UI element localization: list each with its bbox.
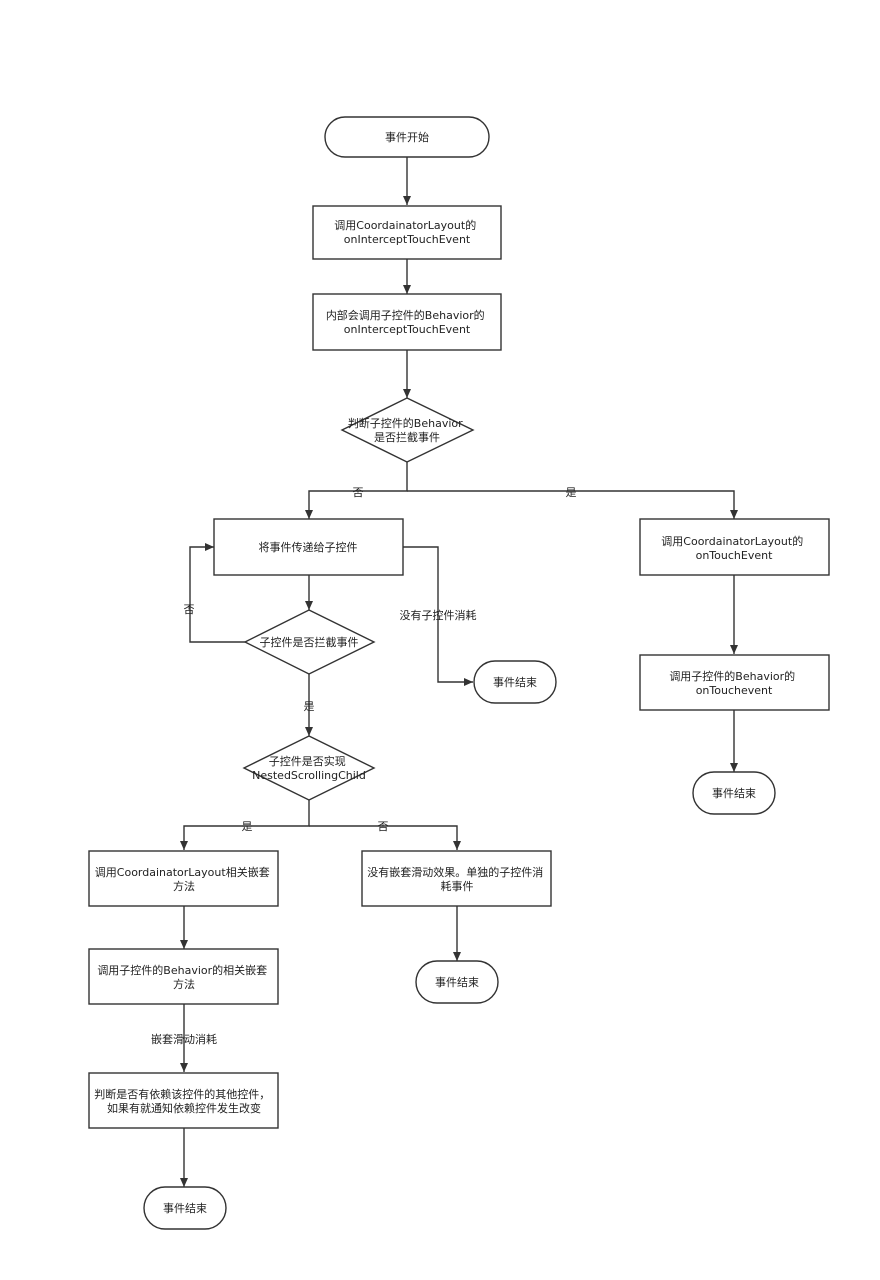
no-nested-label: 没有嵌套滑动效果。单独的子控件消 耗事件 <box>367 865 547 893</box>
end-no-consume-terminal <box>473 660 557 704</box>
no-nested-box <box>361 850 552 907</box>
pass-to-child-label: 将事件传递给子控件 <box>259 540 358 554</box>
start-terminal <box>324 116 490 158</box>
behavior-intercept-box <box>312 293 502 351</box>
end-bottom-label: 事件结束 <box>163 1202 207 1215</box>
decision-behavior-label: 判断子控件的Behavior 是否拦截事件 <box>348 416 466 444</box>
call-intercept-label: 调用CoordainatorLayout的 onInterceptTouchEv… <box>334 218 479 246</box>
edge-no-child-consume <box>403 546 473 686</box>
edge-label-child-no: 否 <box>184 603 195 616</box>
edge-decision-no <box>305 462 408 519</box>
end-bottom-terminal <box>143 1186 227 1230</box>
edge-decision-yes <box>407 490 738 519</box>
call-intercept-box <box>312 205 502 260</box>
pass-to-child-box <box>213 518 404 576</box>
behavior-nested-box <box>88 948 279 1005</box>
behavior-nested-label: 调用子控件的Behavior的相关嵌套 方法 <box>97 963 270 991</box>
call-nested-box <box>88 850 279 907</box>
notify-dependents-box <box>88 1072 279 1129</box>
edge-label-behavior-yes: 是 <box>566 486 577 499</box>
edge-label-child-yes: 是 <box>304 700 315 713</box>
edge-nested-yes <box>180 800 310 850</box>
edge-label-no-child-consume: 没有子控件消耗 <box>400 608 477 622</box>
edge-label-nested-no: 否 <box>378 820 389 833</box>
end-middle-terminal <box>415 960 499 1004</box>
edge-nested-no <box>309 825 461 850</box>
edge-child-no-loop <box>189 543 245 643</box>
end-middle-label: 事件结束 <box>435 976 479 989</box>
behavior-touch-label: 调用子控件的Behavior的 onTouchevent <box>669 669 798 697</box>
end-right-terminal <box>692 771 776 815</box>
behavior-intercept-label: 内部会调用子控件的Behavior的 onInterceptTouchEvent <box>326 308 488 336</box>
decision-child-label: 子控件是否拦截事件 <box>260 635 359 649</box>
edge-label-nested-consume: 嵌套滑动消耗 <box>151 1032 217 1046</box>
call-touch-box <box>639 518 830 576</box>
end-no-consume-label: 事件结束 <box>493 676 537 689</box>
behavior-touch-box <box>639 654 830 711</box>
notify-dependents-label: 判断是否有依赖该控件的其他控件， 如果有就通知依赖控件发生改变 <box>94 1087 274 1115</box>
end-right-label: 事件结束 <box>712 787 756 800</box>
start-label: 事件开始 <box>385 130 429 144</box>
decision-child-diamond <box>243 609 376 675</box>
call-touch-label: 调用CoordainatorLayout的 onTouchEvent <box>661 534 806 562</box>
decision-nested-label: 子控件是否实现 NestedScrollingChild <box>252 754 366 782</box>
decision-nested-diamond <box>242 735 376 801</box>
decision-behavior-diamond <box>340 397 475 463</box>
edge-label-behavior-no: 否 <box>353 486 364 499</box>
call-nested-label: 调用CoordainatorLayout相关嵌套 方法 <box>95 865 273 893</box>
edge-label-nested-yes: 是 <box>242 820 253 833</box>
